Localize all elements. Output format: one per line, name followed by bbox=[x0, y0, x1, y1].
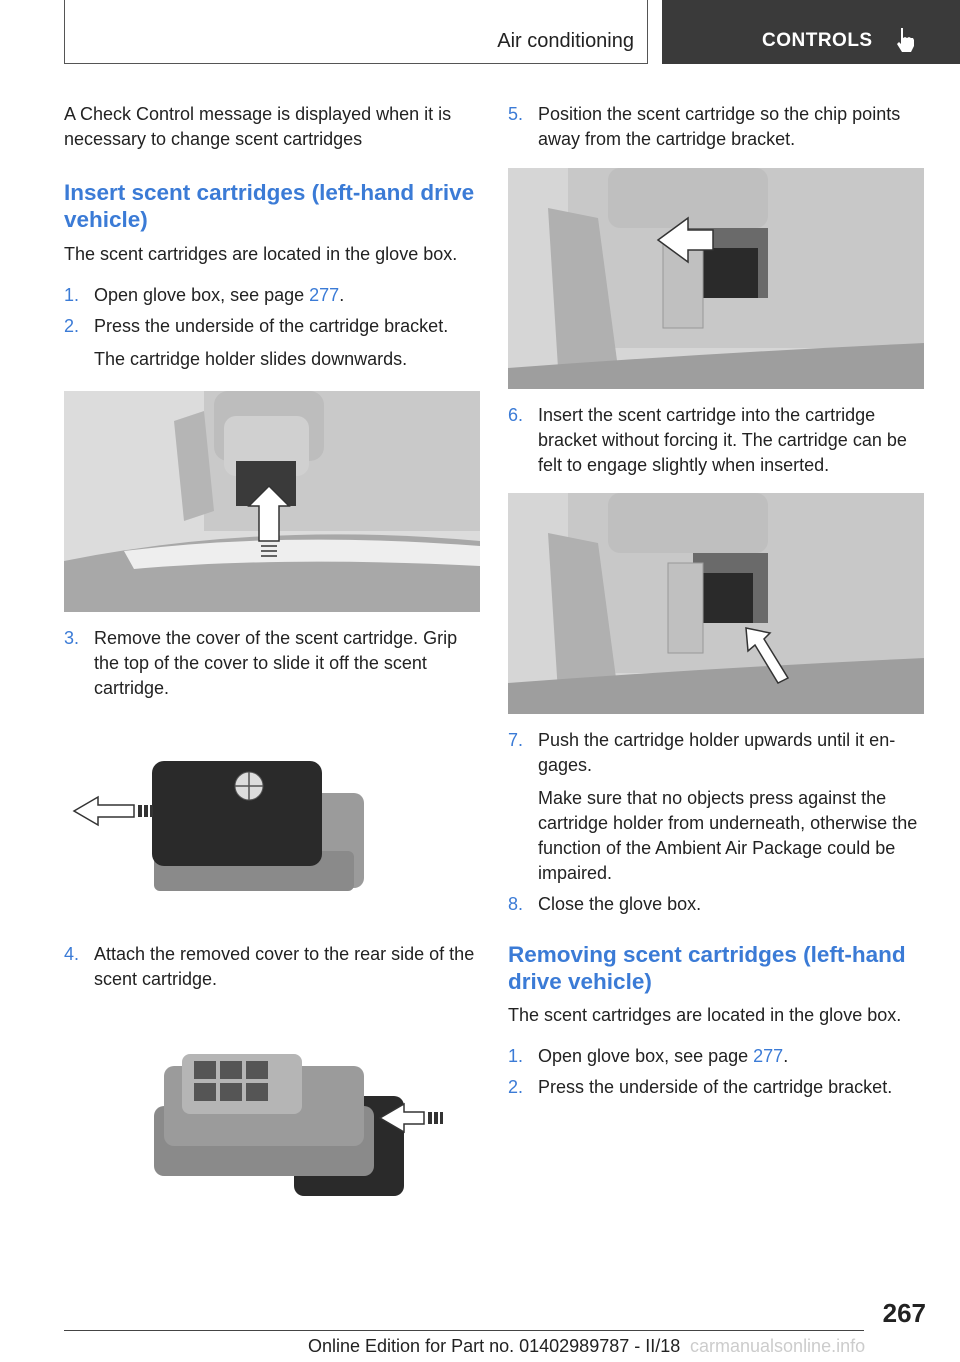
step-text-end: . bbox=[339, 285, 345, 305]
cover-attach-image bbox=[64, 1036, 480, 1208]
footer-divider bbox=[64, 1330, 864, 1331]
page-link[interactable]: 277 bbox=[309, 285, 340, 305]
step-text: Position the scent cartridge so the chip… bbox=[538, 104, 901, 149]
step-text: Close the glove box. bbox=[538, 894, 702, 914]
step-text: Attach the removed cover to the rear sid… bbox=[94, 944, 475, 989]
page-number: 267 bbox=[882, 1298, 926, 1328]
removing-location-text: The scent cartridges are located in the … bbox=[508, 1005, 902, 1025]
step-number: 1. bbox=[64, 285, 80, 305]
step-number: 2. bbox=[64, 316, 80, 336]
step-5: 5. Position the scent cartridge so the c… bbox=[508, 102, 924, 152]
step-number: 6. bbox=[508, 405, 524, 425]
removing-heading: Removing scent cartridges (left-hand dri… bbox=[508, 942, 906, 994]
page-link[interactable]: 277 bbox=[753, 1046, 784, 1066]
step-4: 4. Attach the removed cover to the rear … bbox=[64, 942, 480, 992]
step-8: 8. Close the glove box. bbox=[508, 892, 924, 917]
footer-edition: Online Edition for Part no. 01402989787 … bbox=[308, 1336, 681, 1356]
step-number: 5. bbox=[508, 104, 524, 124]
removing-step-2: 2. Press the underside of the cartridge … bbox=[508, 1075, 924, 1100]
step-6: 6. Insert the scent cartridge into the c… bbox=[508, 403, 924, 478]
step-subtext: The cartridge holder slides downwards. bbox=[94, 349, 408, 369]
header-frame bbox=[64, 0, 648, 64]
insert-cartridge-image bbox=[508, 493, 924, 714]
step-subtext: Make sure that no objects press against … bbox=[538, 788, 918, 883]
step-text: Press the underside of the cartridge bra… bbox=[538, 1077, 893, 1097]
step-text: Open glove box, see page bbox=[538, 1046, 754, 1066]
step-number: 3. bbox=[64, 628, 80, 648]
step-number: 1. bbox=[508, 1046, 524, 1066]
insert-location-text: The scent cartridges are located in the … bbox=[64, 244, 458, 264]
step-text: Push the cartridge holder upwards until … bbox=[538, 730, 896, 775]
step-number: 2. bbox=[508, 1077, 524, 1097]
step-3: 3. Remove the cover of the scent cartrid… bbox=[64, 626, 480, 701]
removing-step-1: 1. Open glove box, see page 277. bbox=[508, 1044, 924, 1069]
chapter-tab: CONTROLS bbox=[662, 0, 960, 64]
step-text: Open glove box, see page bbox=[94, 285, 310, 305]
step-text: Remove the cover of the scent cartridge.… bbox=[94, 628, 458, 698]
insert-heading: Insert scent cartridges (left-hand drive… bbox=[64, 180, 475, 232]
step-text: Insert the scent cartridge into the cart… bbox=[538, 405, 907, 475]
step-number: 8. bbox=[508, 894, 524, 914]
step-number: 7. bbox=[508, 730, 524, 750]
footer-watermark: carmanualsonline.info bbox=[690, 1336, 866, 1356]
step-number: 4. bbox=[64, 944, 80, 964]
step-2: 2. Press the underside of the cartridge … bbox=[64, 314, 480, 372]
cover-removal-image bbox=[64, 741, 480, 916]
step-text-end: . bbox=[783, 1046, 789, 1066]
pointing-hand-icon bbox=[897, 28, 914, 52]
section-title: Air conditioning bbox=[497, 30, 634, 52]
step-1: 1. Open glove box, see page 277. bbox=[64, 283, 480, 308]
check-control-intro: A Check Control message is displayed whe… bbox=[64, 104, 452, 149]
position-cartridge-image bbox=[508, 168, 924, 389]
step-7: 7. Push the cartridge holder upwards unt… bbox=[508, 728, 924, 886]
right-column: 5. Position the scent cartridge so the c… bbox=[508, 102, 924, 1100]
glove-box-bracket-image bbox=[64, 391, 480, 612]
chapter-tab-label: CONTROLS bbox=[762, 30, 873, 51]
step-text: Press the underside of the cartridge bra… bbox=[94, 316, 449, 336]
left-column: A Check Control message is displayed whe… bbox=[64, 102, 480, 1208]
